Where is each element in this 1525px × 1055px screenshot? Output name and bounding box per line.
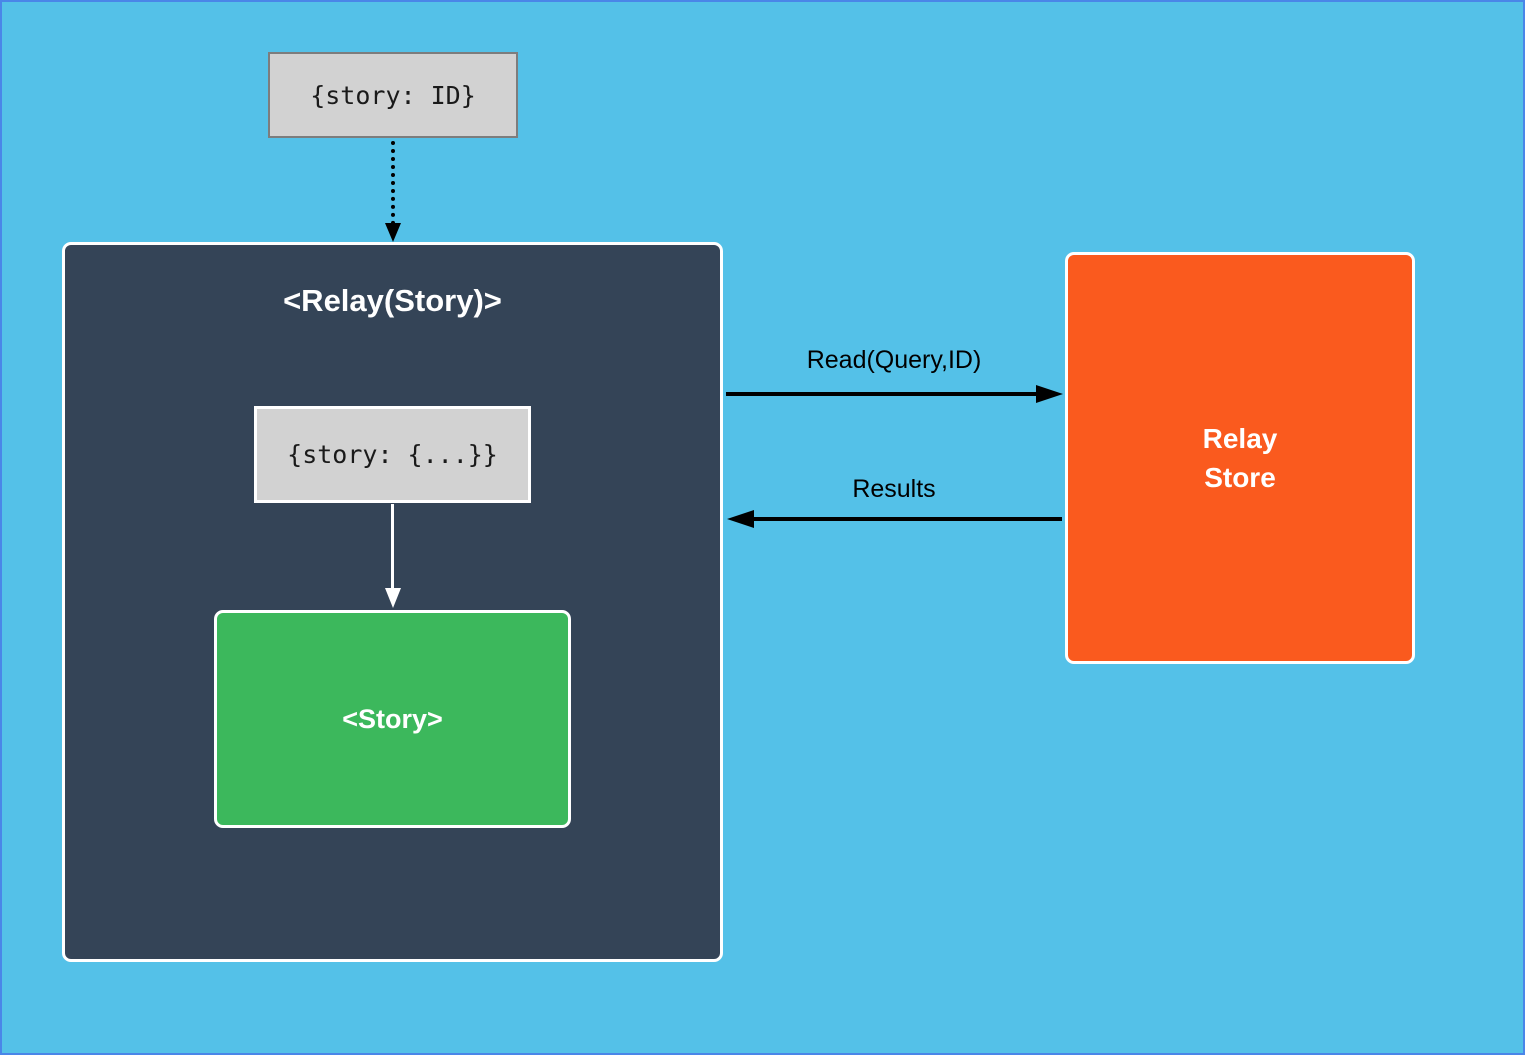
arrowhead-left-icon — [727, 510, 754, 528]
relay-store-label-line2: Store — [1204, 462, 1276, 493]
node-input-props: {story: ID} — [268, 52, 518, 138]
read-edge-line — [726, 392, 1040, 396]
arrowhead-right-icon — [1036, 385, 1063, 403]
relay-store-label: Relay Store — [1203, 419, 1278, 497]
node-resolved-props: {story: {...}} — [254, 406, 531, 503]
arrowhead-down-icon — [385, 223, 401, 242]
node-story-component: <Story> — [214, 610, 571, 828]
input-props-label: {story: ID} — [310, 80, 476, 110]
arrowhead-down-white-icon — [385, 588, 401, 608]
relay-store-label-line1: Relay — [1202, 423, 1278, 454]
resolved-props-label: {story: {...}} — [287, 440, 498, 469]
read-edge-label: Read(Query,ID) — [806, 346, 982, 374]
results-edge-line — [751, 517, 1062, 521]
arrow-input-to-relay — [391, 141, 395, 225]
results-edge-label: Results — [852, 475, 936, 503]
node-relay-store: Relay Store — [1065, 252, 1415, 664]
arrow-props-to-story — [391, 504, 394, 589]
story-component-label: <Story> — [342, 703, 443, 734]
relay-container-title: <Relay(Story)> — [283, 283, 502, 318]
node-relay-container: <Relay(Story)> {story: {...}} <Story> — [62, 242, 723, 962]
